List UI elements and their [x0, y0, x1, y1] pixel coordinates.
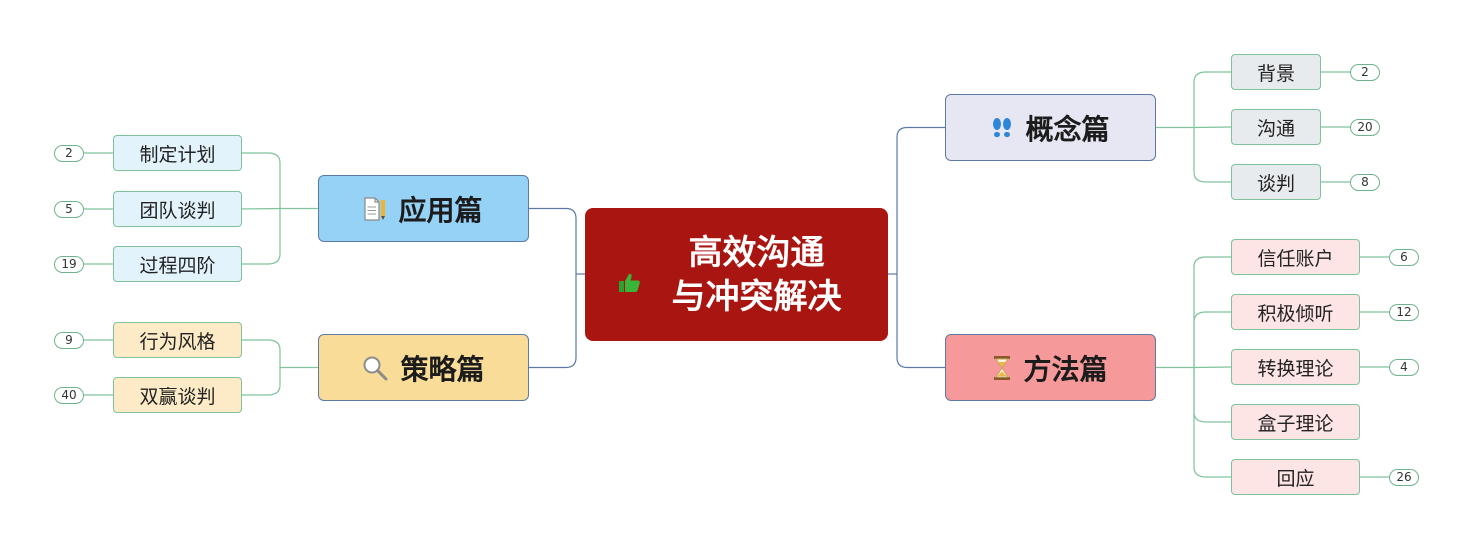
- count-badge: 20: [1350, 118, 1380, 136]
- branch-label: 概念篇: [1025, 112, 1110, 146]
- leaf-application-2[interactable]: 团队谈判: [113, 191, 242, 227]
- branch-label: 应用篇: [398, 193, 483, 227]
- connector-leaf: [1193, 366, 1232, 369]
- leaf-method-1[interactable]: 信任账户: [1231, 239, 1360, 275]
- branch-application[interactable]: 应用篇: [318, 175, 529, 242]
- leaf-method-2[interactable]: 积极倾听: [1231, 294, 1360, 330]
- connector-leaf: [1193, 126, 1232, 129]
- count-badge: 4: [1389, 358, 1419, 376]
- count-badge: 9: [54, 331, 84, 349]
- count-badge: 5: [54, 200, 84, 218]
- count-badge: 6: [1389, 248, 1419, 266]
- count-badge: 40: [54, 386, 84, 404]
- branch-strategy[interactable]: 策略篇: [318, 334, 529, 401]
- branch-method[interactable]: 方法篇: [945, 334, 1156, 401]
- connector-leaf: [241, 207, 281, 210]
- leaf-label: 行为风格: [139, 330, 216, 353]
- leaf-concept-2[interactable]: 沟通: [1231, 109, 1321, 145]
- leaf-label: 谈判: [1256, 172, 1295, 195]
- document-pencil-icon: [364, 196, 386, 221]
- leaf-label: 转换理论: [1257, 357, 1334, 380]
- leaf-label: 积极倾听: [1257, 302, 1334, 325]
- hourglass-icon: [993, 355, 1011, 381]
- leaf-label: 过程四阶: [139, 254, 216, 277]
- connector-leaf: [242, 339, 281, 368]
- leaf-concept-1[interactable]: 背景: [1231, 54, 1321, 90]
- branch-concept[interactable]: 概念篇: [945, 94, 1156, 161]
- connector-leaf: [1193, 127, 1231, 183]
- central-topic-label: 高效沟通 与冲突解决: [671, 232, 842, 317]
- connector-leaf: [242, 208, 281, 265]
- leaf-method-4[interactable]: 盒子理论: [1231, 404, 1360, 440]
- leaf-label: 制定计划: [139, 143, 216, 166]
- connector-leaf: [242, 152, 281, 209]
- connector-leaf: [242, 367, 281, 396]
- leaf-strategy-1[interactable]: 行为风格: [113, 322, 242, 358]
- leaf-concept-3[interactable]: 谈判: [1231, 164, 1321, 200]
- connector-leaf: [1193, 311, 1231, 368]
- branch-label: 策略篇: [400, 352, 485, 386]
- branch-label: 方法篇: [1023, 352, 1108, 386]
- connector-leaf: [1193, 367, 1231, 478]
- magnifier-icon: [362, 355, 388, 381]
- connector-method: [896, 274, 945, 369]
- leaf-label: 背景: [1256, 62, 1295, 85]
- count-badge: 19: [54, 255, 84, 273]
- connector-application: [529, 207, 577, 274]
- count-badge: 2: [1350, 63, 1380, 81]
- leaf-label: 回应: [1276, 467, 1315, 490]
- connector-leaf: [1193, 71, 1231, 128]
- connector-strategy: [529, 274, 577, 369]
- leaf-label: 信任账户: [1257, 247, 1334, 270]
- leaf-label: 盒子理论: [1257, 412, 1334, 435]
- leaf-label: 双赢谈判: [139, 385, 216, 408]
- central-topic[interactable]: 高效沟通 与冲突解决: [585, 208, 888, 341]
- leaf-label: 沟通: [1256, 117, 1295, 140]
- connector-leaf: [1193, 367, 1231, 423]
- leaf-application-3[interactable]: 过程四阶: [113, 246, 242, 282]
- leaf-application-1[interactable]: 制定计划: [113, 135, 242, 171]
- connector-concept: [896, 126, 945, 274]
- leaf-method-3[interactable]: 转换理论: [1231, 349, 1360, 385]
- leaf-strategy-2[interactable]: 双赢谈判: [113, 377, 242, 413]
- leaf-method-5[interactable]: 回应: [1231, 459, 1360, 495]
- count-badge: 8: [1350, 173, 1380, 191]
- count-badge: 26: [1389, 468, 1419, 486]
- thumbs-up-icon: [619, 260, 641, 304]
- connector-leaf: [1193, 256, 1231, 368]
- footprints-icon: [991, 116, 1013, 140]
- count-badge: 12: [1389, 303, 1419, 321]
- leaf-label: 团队谈判: [139, 199, 216, 222]
- count-badge: 2: [54, 144, 84, 162]
